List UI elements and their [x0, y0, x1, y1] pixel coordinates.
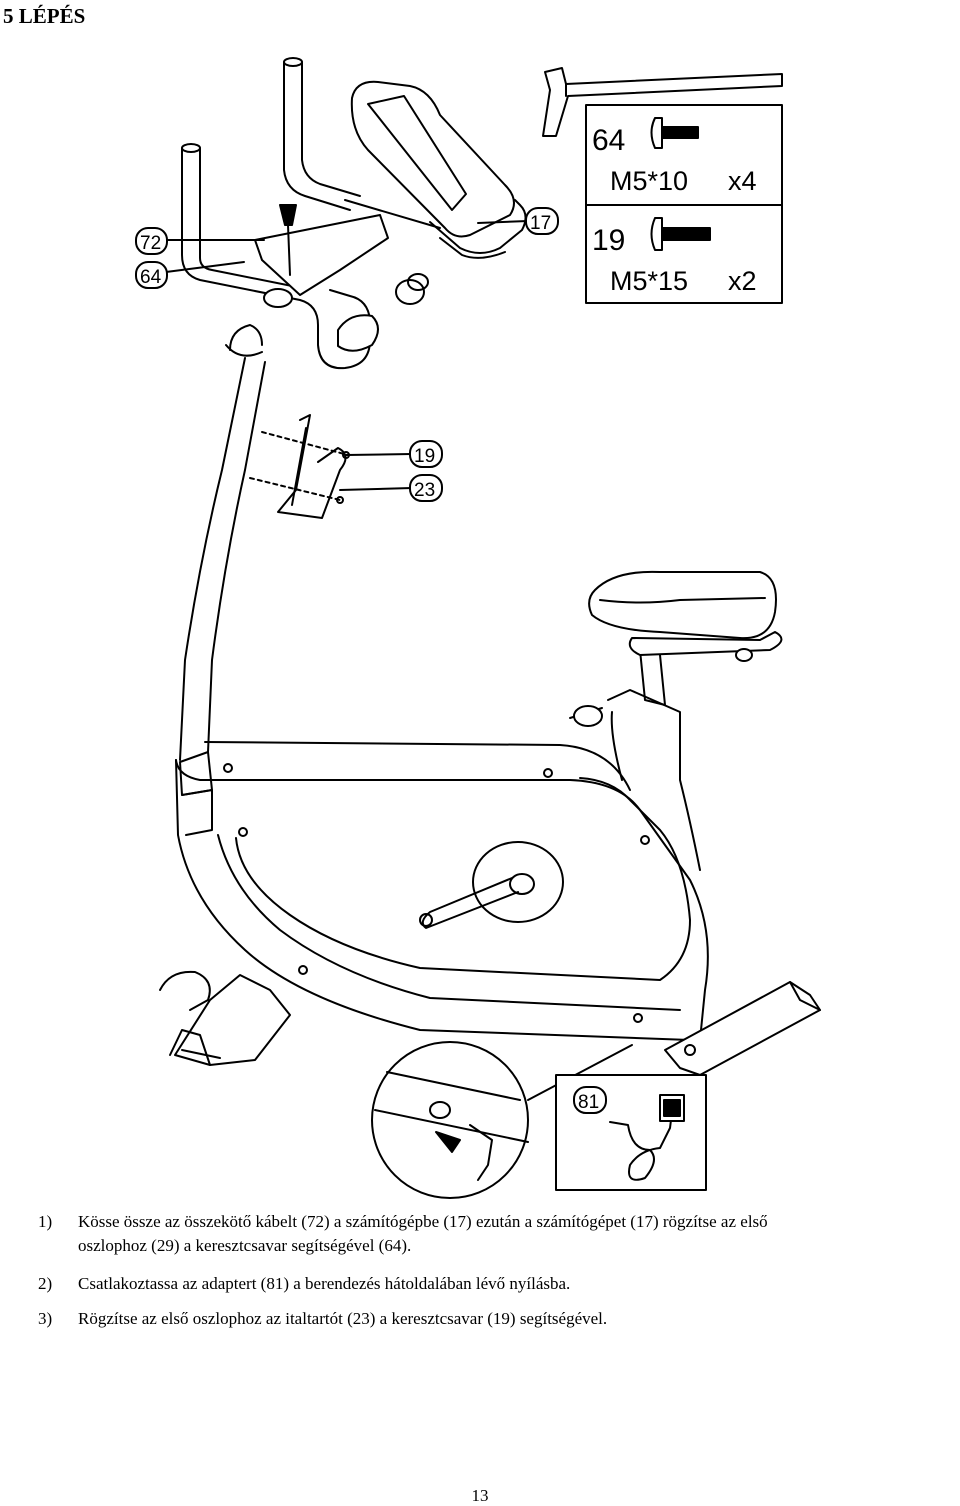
svg-text:72: 72 — [140, 233, 161, 254]
hardware-19-size: M5*15 — [610, 266, 688, 296]
callout-72: 72 — [135, 227, 168, 255]
hardware-64-qty: x4 — [728, 166, 757, 196]
front-post-drawing — [175, 357, 709, 1041]
bottle-holder-drawing — [249, 414, 350, 519]
step-2-number: 2) — [38, 1274, 53, 1293]
callout-23: 23 — [409, 474, 443, 502]
seat-drawing — [569, 570, 783, 871]
rear-stabilizer-drawing — [664, 981, 821, 1076]
hardware-19-part: 19 — [592, 224, 625, 257]
hardware-64-size: M5*10 — [610, 166, 688, 196]
callout-17: 17 — [525, 207, 559, 235]
step-2-line-1: Csatlakoztassa az adaptert (81) a berend… — [78, 1274, 571, 1293]
svg-text:64: 64 — [140, 267, 162, 288]
callout-81: 81 — [573, 1086, 607, 1114]
hardware-box: 64 M5*10 x4 19 M5*15 x2 — [585, 104, 783, 304]
adapter-box — [555, 1074, 707, 1191]
zoom-detail-circle — [371, 1041, 633, 1199]
leader-lines — [165, 220, 529, 491]
step-1-number: 1) — [38, 1212, 53, 1231]
svg-text:23: 23 — [414, 480, 435, 501]
callout-19: 19 — [409, 440, 443, 468]
page-title: 5 LÉPÉS — [3, 4, 86, 28]
allen-key-drawing — [542, 67, 783, 137]
console-drawing — [344, 80, 527, 305]
svg-text:19: 19 — [414, 446, 435, 467]
screw-m5-10-icon — [650, 117, 699, 149]
screw-m5-15-icon — [650, 217, 711, 251]
step-1-line-1: Kösse össze az összekötő kábelt (72) a s… — [78, 1212, 768, 1231]
hardware-19-qty: x2 — [728, 266, 757, 296]
step-3-line-1: Rögzítse az első oszlophoz az italtartót… — [78, 1309, 608, 1328]
step-3-number: 3) — [38, 1309, 53, 1328]
handlebar-drawing — [181, 57, 379, 370]
svg-text:81: 81 — [578, 1092, 599, 1113]
crank-drawing — [419, 841, 564, 929]
hardware-64-part: 64 — [592, 124, 625, 157]
callout-64: 64 — [135, 261, 168, 289]
svg-text:17: 17 — [530, 213, 551, 234]
step-1-line-2: oszlophoz (29) a keresztcsavar segítségé… — [78, 1236, 412, 1255]
front-stabilizer-drawing — [159, 970, 291, 1066]
console-bracket-drawing — [225, 204, 389, 357]
page-number: 13 — [471, 1486, 489, 1505]
